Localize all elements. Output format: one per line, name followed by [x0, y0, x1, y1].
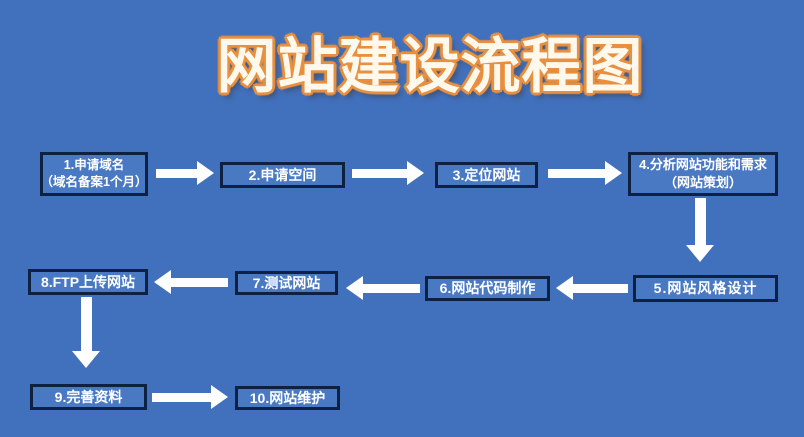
arrow-head	[154, 270, 171, 294]
arrow-head	[686, 245, 714, 262]
node-label: 5.网站风格设计	[653, 280, 758, 297]
arrow-step2-to-step3-icon	[352, 161, 424, 185]
arrow-shaft	[156, 168, 197, 178]
arrow-shaft	[152, 392, 211, 402]
arrow-head	[72, 351, 100, 368]
arrow-shaft	[352, 168, 407, 178]
flow-node-step-6: 6.网站代码制作	[425, 276, 550, 301]
page-title: 网站建设流程图	[216, 34, 644, 100]
flow-node-step-3: 3.定位网站	[435, 162, 538, 188]
arrow-step8-to-step9-icon	[72, 297, 100, 368]
arrow-step3-to-step4-icon	[548, 161, 622, 185]
arrow-head	[197, 161, 214, 185]
flow-node-step-7: 7.测试网站	[235, 271, 338, 295]
flow-node-step-1: 1.申请域名 （域名备案1个月）	[40, 152, 148, 196]
node-label: 9.完善资料	[54, 388, 123, 405]
node-sublabel: （网站策划）	[663, 175, 742, 190]
arrow-step9-to-step10-icon	[152, 385, 228, 409]
arrow-step5-to-step6-icon	[556, 276, 628, 300]
node-label: 7.测试网站	[252, 274, 321, 291]
flow-node-step-2: 2.申请空间	[220, 162, 345, 188]
arrow-step4-to-step5-icon	[686, 198, 714, 262]
arrow-head	[605, 161, 622, 185]
node-label: 1.申请域名	[63, 158, 125, 173]
arrow-shaft	[80, 297, 92, 351]
arrow-shaft	[694, 198, 706, 245]
flow-node-step-9: 9.完善资料	[30, 384, 147, 410]
arrow-shaft	[548, 168, 605, 178]
flow-node-step-10: 10.网站维护	[235, 386, 340, 410]
node-label: 10.网站维护	[249, 389, 326, 406]
arrow-head	[211, 385, 228, 409]
node-label: 4.分析网站功能和需求	[639, 157, 767, 173]
arrow-step6-to-step7-icon	[346, 276, 420, 300]
node-label: 3.定位网站	[452, 166, 521, 183]
node-sublabel: （域名备案1个月）	[40, 175, 148, 189]
arrow-head	[407, 161, 424, 185]
arrow-step1-to-step2-icon	[156, 161, 214, 185]
arrow-shaft	[363, 283, 420, 293]
arrow-shaft	[573, 283, 628, 293]
node-label: 8.FTP上传网站	[40, 273, 136, 290]
flow-node-step-5: 5.网站风格设计	[633, 275, 778, 302]
arrow-head	[346, 276, 363, 300]
arrow-step7-to-step8-icon	[154, 270, 228, 294]
flow-node-step-4: 4.分析网站功能和需求 （网站策划）	[628, 152, 778, 196]
flow-node-step-8: 8.FTP上传网站	[28, 269, 148, 295]
node-label: 6.网站代码制作	[439, 280, 536, 297]
node-label: 2.申请空间	[248, 166, 317, 183]
arrow-shaft	[171, 277, 228, 287]
arrow-head	[556, 276, 573, 300]
